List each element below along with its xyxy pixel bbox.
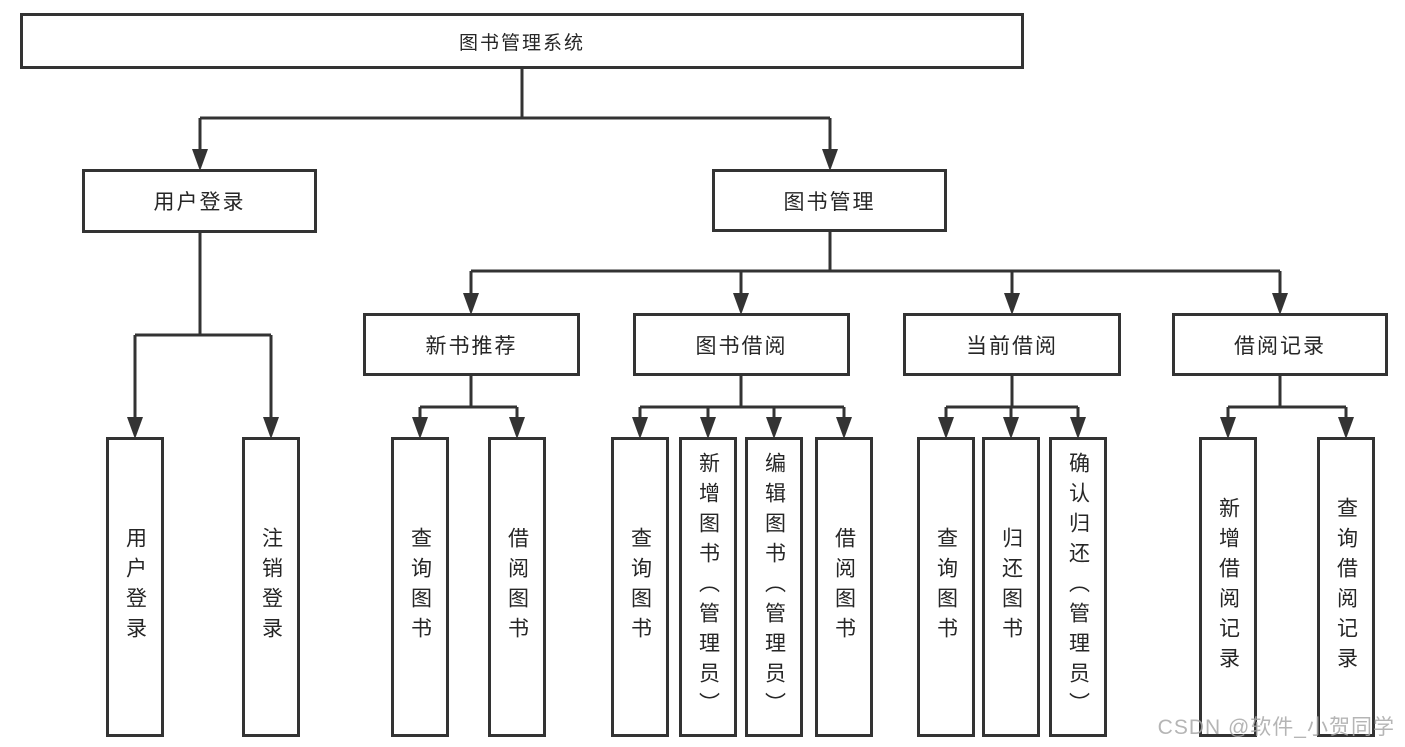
leaf-br-query-record-label: 查询借阅记录 — [1334, 497, 1358, 677]
leaf-bb-add-books-admin: 新增图书（管理员） — [679, 437, 737, 737]
arrow-icon — [1220, 417, 1236, 439]
arrow-icon — [836, 417, 852, 439]
arrow-icon — [1338, 417, 1354, 439]
arrow-icon — [192, 149, 208, 171]
leaf-br-add-record: 新增借阅记录 — [1199, 437, 1257, 737]
arrow-icon — [412, 417, 428, 439]
node-user-login-label: 用户登录 — [153, 191, 246, 214]
connector-new-book-rec — [418, 375, 519, 420]
arrow-icon — [1004, 293, 1020, 315]
leaf-rec-query-books-label: 查询图书 — [408, 527, 432, 647]
arrow-icon — [766, 417, 782, 439]
node-book-mgmt-label: 图书管理 — [783, 190, 876, 214]
arrow-icon — [733, 293, 749, 315]
leaf-rec-borrow-books: 借阅图书 — [488, 437, 546, 737]
leaf-rec-borrow-books-label: 借阅图书 — [505, 527, 529, 647]
leaf-bb-borrow-books: 借阅图书 — [815, 437, 873, 737]
arrow-icon — [632, 417, 648, 439]
connector-book-borrow — [638, 375, 846, 420]
leaf-logout: 注销登录 — [242, 437, 300, 737]
arrow-icon — [938, 417, 954, 439]
node-current-borrow: 当前借阅 — [903, 313, 1121, 376]
leaf-cb-query-books-label: 查询图书 — [934, 527, 958, 647]
leaf-br-add-record-label: 新增借阅记录 — [1216, 497, 1240, 677]
arrow-icon — [700, 417, 716, 439]
leaf-bb-edit-books-admin-label: 编辑图书（管理员） — [762, 452, 786, 722]
connector-current-borrow — [944, 375, 1080, 420]
leaf-bb-edit-books-admin: 编辑图书（管理员） — [745, 437, 803, 737]
arrow-icon — [1272, 293, 1288, 315]
arrow-icon — [509, 417, 525, 439]
node-book-borrow-label: 图书借阅 — [695, 334, 788, 358]
node-new-book-rec-label: 新书推荐 — [425, 334, 518, 358]
leaf-bb-query-books: 查询图书 — [611, 437, 669, 737]
leaf-bb-add-books-admin-label: 新增图书（管理员） — [696, 452, 720, 722]
connector-borrow-records — [1226, 375, 1348, 420]
arrow-icon — [1003, 417, 1019, 439]
leaf-cb-confirm-return-admin: 确认归还（管理员） — [1049, 437, 1107, 737]
leaf-user-login-label: 用户登录 — [123, 527, 147, 647]
node-current-borrow-label: 当前借阅 — [966, 334, 1058, 358]
leaf-rec-query-books: 查询图书 — [391, 437, 449, 737]
node-root-label: 图书管理系统 — [458, 32, 585, 54]
connector-user-login — [133, 232, 273, 420]
leaf-cb-query-books: 查询图书 — [917, 437, 975, 737]
leaf-bb-borrow-books-label: 借阅图书 — [832, 527, 856, 647]
arrow-icon — [463, 293, 479, 315]
leaf-cb-return-books: 归还图书 — [982, 437, 1040, 737]
arrow-icon — [1070, 417, 1086, 439]
node-borrow-records: 借阅记录 — [1172, 313, 1388, 376]
arrow-icon — [127, 417, 143, 439]
watermark: CSDN @软件_小贺同学 — [1157, 716, 1395, 739]
leaf-cb-confirm-return-admin-label: 确认归还（管理员） — [1066, 452, 1090, 722]
node-book-mgmt: 图书管理 — [712, 169, 947, 232]
node-root: 图书管理系统 — [20, 13, 1024, 69]
node-user-login: 用户登录 — [82, 169, 317, 233]
leaf-cb-return-books-label: 归还图书 — [999, 527, 1023, 647]
arrow-icon — [822, 149, 838, 171]
leaf-user-login: 用户登录 — [106, 437, 164, 737]
leaf-logout-label: 注销登录 — [259, 527, 283, 647]
connector-book-mgmt — [469, 231, 1282, 296]
leaf-bb-query-books-label: 查询图书 — [628, 527, 652, 647]
node-book-borrow: 图书借阅 — [633, 313, 850, 376]
arrow-icon — [263, 417, 279, 439]
node-new-book-rec: 新书推荐 — [363, 313, 580, 376]
connector-root — [198, 68, 832, 152]
leaf-br-query-record: 查询借阅记录 — [1317, 437, 1375, 737]
node-borrow-records-label: 借阅记录 — [1234, 334, 1326, 358]
